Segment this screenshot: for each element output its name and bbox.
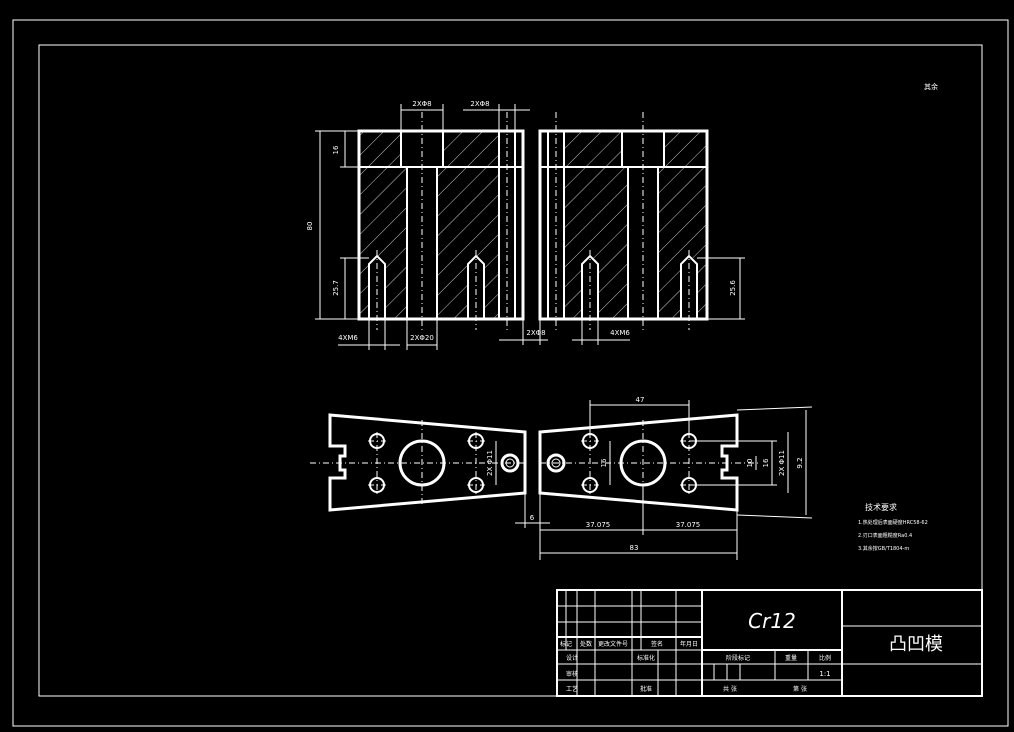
tb-change-doc: 更改文件号 — [598, 640, 628, 648]
tb-part-name: 凸凹模 — [889, 634, 943, 655]
dim-2x-left: 2X Φ11 — [486, 450, 494, 476]
right-block-outline — [538, 129, 709, 321]
title-block: 标记 处数 更改文件号 签名 年月日 设计 标准化 审核 工艺 批准 Cr12 … — [556, 589, 983, 697]
dim-depth-16: 16 — [332, 145, 340, 154]
tech-req-item-2: 2.刃口表面粗糙度Ra0.4 — [858, 532, 912, 539]
tech-req-title: 技术要求 — [865, 502, 897, 512]
tb-stage-mark: 阶段标记 — [726, 654, 750, 662]
tb-sheets-total: 共 张 — [723, 685, 737, 693]
tech-requirements: 技术要求 1.热处理后表面硬度HRC58-62 2.刃口表面粗糙度Ra0.4 3… — [858, 502, 928, 552]
dim-bottom-4xm6-left: 4XM6 — [338, 334, 358, 342]
sheet-inner-border — [38, 44, 983, 697]
dim-top-right-holes: 2XΦ8 — [470, 100, 489, 108]
left-main-hole — [398, 439, 446, 487]
tb-scale: 比例 — [819, 654, 831, 662]
sheet-outer-border — [12, 19, 1009, 727]
tb-mark: 标记 — [560, 640, 572, 648]
dim-bottom-4xm6-right: 4XM6 — [610, 329, 630, 337]
tb-review: 审核 — [566, 670, 578, 678]
dim-height-80: 80 — [306, 222, 314, 231]
dim-10: 10 — [746, 459, 754, 468]
tb-standardize: 标准化 — [637, 654, 655, 662]
tb-process: 工艺 — [566, 685, 578, 693]
tb-date: 年月日 — [680, 640, 698, 648]
tb-sheet-no: 第 张 — [793, 685, 807, 693]
dim-bottom-2xphi8: 2XΦ8 — [526, 329, 545, 337]
front-section-view: 2XΦ8 2XΦ8 80 16 25.7 25.6 4XM6 2XΦ20 2XΦ… — [306, 100, 745, 350]
tech-req-item-3: 3.其余按GB/T1804-m — [858, 545, 909, 552]
left-block-outline — [357, 129, 525, 321]
tb-sign: 签名 — [651, 640, 663, 648]
dim-16-right: 16 — [762, 458, 770, 467]
dim-92: 9.2 — [796, 457, 804, 468]
dim-bottom-2xphi20: 2XΦ20 — [410, 334, 434, 342]
corner-note: 其余 — [924, 82, 938, 91]
tb-design: 设计 — [566, 654, 578, 662]
dim-16-right-inner: 16 — [600, 458, 608, 467]
tb-material: Cr12 — [748, 609, 796, 633]
plan-view: 47 2X Φ11 16 10 16 2X Φ11 9.2 6 37.075 3… — [310, 396, 813, 560]
dim-top-left-holes: 2XΦ8 — [412, 100, 431, 108]
dim-height-257: 25.7 — [332, 280, 340, 296]
tb-weight: 重量 — [785, 654, 797, 662]
dim-height-256: 25.6 — [729, 280, 737, 296]
dim-37075-right: 37.075 — [676, 521, 701, 529]
dim-2x-right: 2X Φ11 — [778, 450, 786, 476]
tb-scale-value: 1:1 — [819, 670, 830, 678]
dim-6: 6 — [530, 514, 535, 522]
dim-width-47: 47 — [636, 396, 645, 404]
tech-req-item-1: 1.热处理后表面硬度HRC58-62 — [858, 519, 928, 526]
tb-count: 处数 — [580, 640, 592, 648]
tb-approve: 批准 — [640, 685, 652, 693]
dim-37075-left: 37.075 — [586, 521, 611, 529]
dim-83: 83 — [630, 544, 639, 552]
